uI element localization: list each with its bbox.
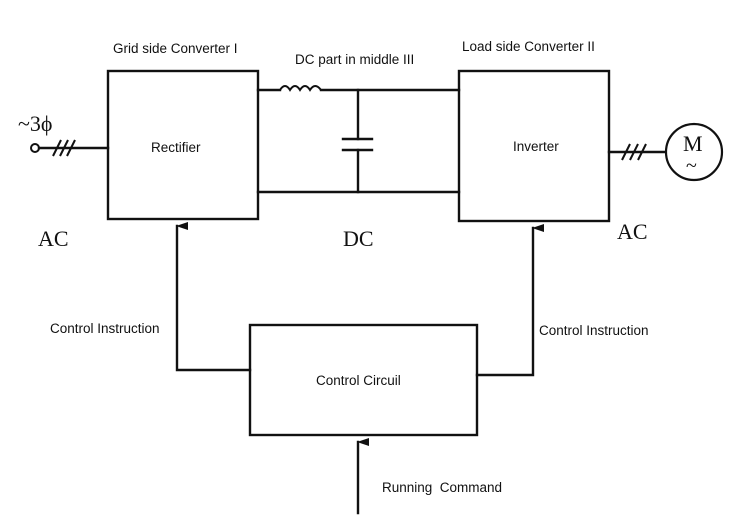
ac-label-left: AC (38, 226, 69, 251)
three-phase-label: ~3ϕ (18, 111, 52, 136)
dc-link-wiring (256, 85, 461, 194)
inductor-icon (279, 85, 322, 92)
three-phase-source-icon (30, 139, 110, 157)
inverter-block (457, 69, 611, 223)
inverter-label: Inverter (513, 139, 559, 154)
motor-icon: M ~ (664, 122, 724, 182)
control-instruction-right-label: Control Instruction (539, 323, 649, 338)
control-line-left (175, 222, 252, 372)
grid-side-converter-heading: Grid side Converter I (113, 41, 238, 56)
load-side-converter-heading: Load side Converter II (462, 39, 595, 54)
control-circuit-label: Control Circuil (316, 373, 401, 388)
rectifier-label: Rectifier (151, 140, 201, 155)
capacitor-icon (341, 137, 374, 152)
three-phase-output (607, 143, 668, 161)
dc-label: DC (343, 226, 374, 251)
running-command-label: Running Command (382, 480, 502, 495)
control-line-right (475, 224, 544, 377)
ac-label-right: AC (617, 219, 648, 244)
motor-letter: M (683, 131, 703, 156)
motor-tilde: ~ (686, 155, 697, 177)
control-circuit-block (248, 323, 479, 437)
control-instruction-left-label: Control Instruction (50, 321, 160, 336)
dc-part-heading: DC part in middle III (295, 52, 414, 67)
rectifier-block (106, 69, 260, 221)
